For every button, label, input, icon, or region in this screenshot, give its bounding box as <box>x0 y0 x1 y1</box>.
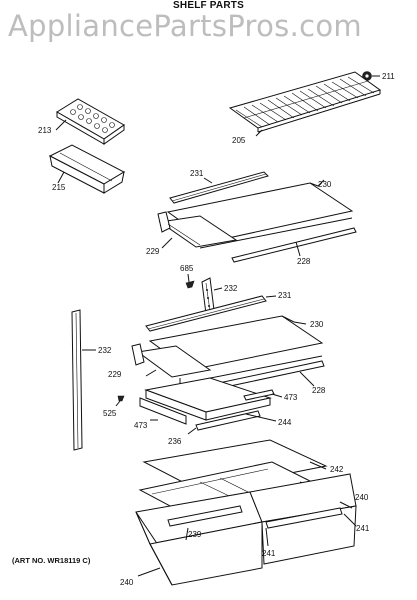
callout-240-left: 240 <box>120 578 134 587</box>
part-241-drawer-handle-right[interactable] <box>265 507 357 529</box>
callout-473-left: 473 <box>134 421 148 430</box>
callout-236: 236 <box>168 437 182 446</box>
part-232-shelf-bracket-long[interactable] <box>71 309 96 451</box>
callout-685: 685 <box>180 264 194 273</box>
part-228-rear-trim-upper[interactable] <box>231 227 357 263</box>
callout-230-upper: 230 <box>318 180 332 189</box>
callout-244: 244 <box>278 418 292 427</box>
callout-232-short: 232 <box>224 284 238 293</box>
leader-239 <box>185 527 189 541</box>
watermark: AppliancePartsPros.com <box>8 9 362 43</box>
callout-205: 205 <box>232 136 246 145</box>
callout-229-upper: 229 <box>146 247 160 256</box>
part-473-slide-left[interactable] <box>139 397 187 425</box>
art-number: (ART NO. WR18119 C) <box>12 556 91 565</box>
callout-228-lower: 228 <box>312 386 326 395</box>
callout-525: 525 <box>103 409 117 418</box>
callout-240-right: 240 <box>355 493 369 502</box>
callout-473-right: 473 <box>284 393 298 402</box>
part-685-screw[interactable] <box>185 273 195 289</box>
part-215-door-bin[interactable] <box>48 144 126 194</box>
part-213-egg-tray[interactable] <box>55 98 125 145</box>
part-205-wire-shelf[interactable] <box>228 71 382 137</box>
part-241-drawer-handle-left[interactable] <box>167 505 269 547</box>
callout-230-lower: 230 <box>310 320 324 329</box>
callout-242: 242 <box>330 465 344 474</box>
part-231-front-trim-lower[interactable] <box>145 295 277 332</box>
callout-239: 239 <box>188 530 202 539</box>
callout-231-lower: 231 <box>278 291 292 300</box>
callout-213: 213 <box>38 126 52 135</box>
callout-229-lower: 229 <box>108 370 122 379</box>
callout-231-upper: 231 <box>190 169 204 178</box>
callout-211: 211 <box>382 72 395 81</box>
callout-241-left: 241 <box>262 549 276 558</box>
callout-232-long: 232 <box>98 346 112 355</box>
diagram-title: SHELF PARTS <box>173 0 244 11</box>
callout-215: 215 <box>52 183 66 192</box>
part-525-screw[interactable] <box>115 395 125 407</box>
callout-228-upper: 228 <box>297 257 311 266</box>
part-473-slide-right[interactable] <box>243 389 283 401</box>
part-229-shelf-frame-upper[interactable] <box>157 211 353 249</box>
callout-241-right: 241 <box>356 524 370 533</box>
part-231-front-trim-upper[interactable] <box>169 171 269 204</box>
leader-236 <box>187 427 197 435</box>
part-244-crisper-cover-frame[interactable] <box>144 377 277 431</box>
